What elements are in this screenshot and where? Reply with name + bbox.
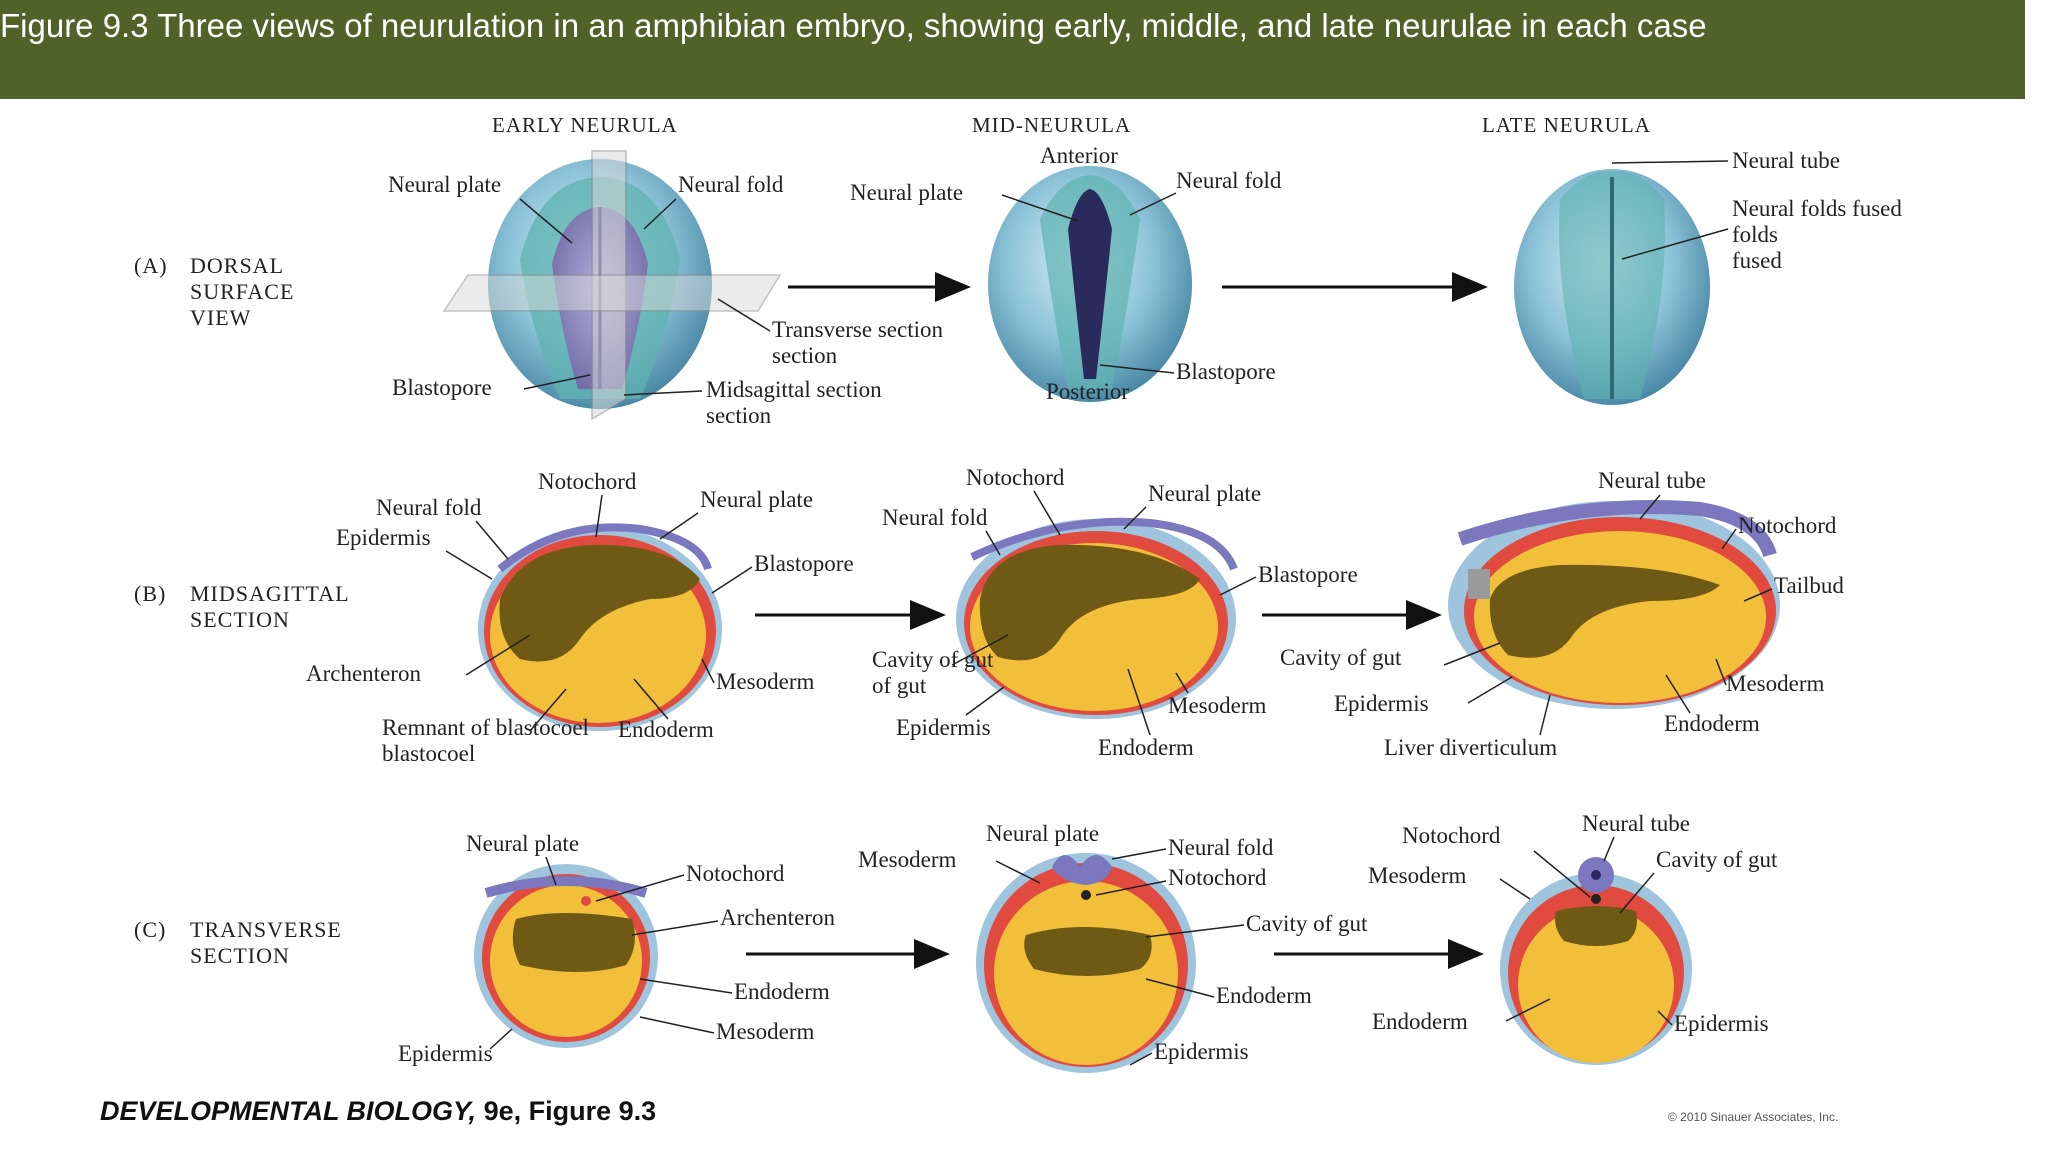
label-anterior: Anterior	[1040, 143, 1118, 168]
label-epidermis-c2: Epidermis	[1154, 1039, 1249, 1064]
label-liver-diverticulum: Liver diverticulum	[1384, 735, 1557, 760]
late-neurula-midsagittal	[1448, 500, 1780, 709]
label-neural-fold-c2: Neural fold	[1168, 835, 1274, 860]
svg-text:DORSAL: DORSAL	[190, 253, 284, 278]
svg-text:TRANSVERSE: TRANSVERSE	[190, 917, 342, 942]
early-neurula-transverse	[474, 864, 658, 1048]
label-mesoderm-c2: Mesoderm	[858, 847, 956, 872]
label-notochord-b2: Notochord	[966, 465, 1065, 490]
label-neural-fold-b1: Neural fold	[376, 495, 482, 520]
label-neural-tube-b3: Neural tube	[1598, 468, 1706, 493]
svg-text:section: section	[706, 403, 772, 428]
label-cavity-of-gut-b3: Cavity of gut	[1280, 645, 1402, 670]
late-neurula-transverse	[1500, 857, 1692, 1065]
label-neural-fold-a1: Neural fold	[678, 172, 784, 197]
column-mid-neurula: MID-NEURULA	[972, 113, 1131, 137]
svg-text:folds: folds	[1732, 222, 1778, 247]
label-epidermis-c3: Epidermis	[1674, 1011, 1769, 1036]
label-cavity-of-gut-c2: Cavity of gut	[1246, 911, 1368, 936]
label-neural-plate-c1: Neural plate	[466, 831, 579, 856]
label-notochord-c3: Notochord	[1402, 823, 1501, 848]
column-late-neurula: LATE NEURULA	[1482, 113, 1651, 137]
label-remnant-of-blastocoel: Remnant of blastocoel	[382, 715, 589, 740]
early-neurula-midsagittal	[478, 523, 722, 731]
figure-title: Figure 9.3 Three views of neurulation in…	[0, 7, 1707, 44]
svg-text:SECTION: SECTION	[190, 607, 290, 632]
row-label-a: (A) DORSAL SURFACE VIEW	[134, 253, 294, 330]
label-midsagittal-section-a1: Midsagittal section	[706, 377, 882, 402]
label-endoderm-c1: Endoderm	[734, 979, 830, 1004]
mid-neurula-dorsal	[988, 166, 1192, 402]
svg-text:blastocoel: blastocoel	[382, 741, 475, 766]
svg-text:MIDSAGITTAL: MIDSAGITTAL	[190, 581, 350, 606]
svg-text:(B): (B)	[134, 581, 166, 606]
label-mesoderm-c3: Mesoderm	[1368, 863, 1466, 888]
label-endoderm-b2: Endoderm	[1098, 735, 1194, 760]
row-label-b: (B) MIDSAGITTAL SECTION	[134, 581, 350, 632]
svg-text:SECTION: SECTION	[190, 943, 290, 968]
label-mesoderm-b1: Mesoderm	[716, 669, 814, 694]
title-bar: Figure 9.3 Three views of neurulation in…	[0, 0, 2025, 99]
label-neural-plate-a1: Neural plate	[388, 172, 501, 197]
label-notochord-c1: Notochord	[686, 861, 785, 886]
label-blastopore-a1: Blastopore	[392, 375, 492, 400]
label-mesoderm-c1: Mesoderm	[716, 1019, 814, 1044]
label-epidermis-b1: Epidermis	[336, 525, 431, 550]
label-tailbud: Tailbud	[1774, 573, 1844, 598]
label-archenteron-b1: Archenteron	[306, 661, 421, 686]
copyright-notice: © 2010 Sinauer Associates, Inc.	[1668, 1110, 1839, 1124]
label-endoderm-b3: Endoderm	[1664, 711, 1760, 736]
book-edition: 9e, Figure 9.3	[483, 1096, 657, 1126]
label-neural-fold-b2: Neural fold	[882, 505, 988, 530]
svg-text:SURFACE: SURFACE	[190, 279, 294, 304]
label-cavity-of-gut-b2: Cavity of gut	[872, 647, 994, 672]
svg-text:of gut: of gut	[872, 673, 927, 698]
label-endoderm-b1: Endoderm	[618, 717, 714, 742]
label-neural-plate-c2: Neural plate	[986, 821, 1099, 846]
book-title: DEVELOPMENTAL BIOLOGY,	[100, 1096, 477, 1126]
label-neural-folds-fused: Neural folds fused	[1732, 196, 1902, 221]
svg-text:(C): (C)	[134, 917, 166, 942]
label-neural-plate-b2: Neural plate	[1148, 481, 1261, 506]
label-neural-fold-a2: Neural fold	[1176, 168, 1282, 193]
mid-neurula-transverse	[976, 853, 1196, 1073]
label-transverse-section-a1: Transverse section	[772, 317, 943, 342]
mid-neurula-midsagittal	[956, 517, 1238, 719]
label-mesoderm-b3: Mesoderm	[1726, 671, 1824, 696]
label-notochord-b3: Notochord	[1738, 513, 1837, 538]
row-label-c: (C) TRANSVERSE SECTION	[134, 917, 342, 968]
label-neural-plate-b1: Neural plate	[700, 487, 813, 512]
label-mesoderm-b2: Mesoderm	[1168, 693, 1266, 718]
label-posterior: Posterior	[1046, 379, 1129, 404]
svg-text:(A): (A)	[134, 253, 168, 278]
neurulation-figure: EARLY NEURULA MID-NEURULA LATE NEURULA (…	[134, 113, 1902, 1073]
source-citation: DEVELOPMENTAL BIOLOGY, 9e, Figure 9.3	[100, 1096, 656, 1127]
label-notochord-c2: Notochord	[1168, 865, 1267, 890]
label-epidermis-c1: Epidermis	[398, 1041, 493, 1066]
svg-text:section: section	[772, 343, 838, 368]
label-archenteron-c1: Archenteron	[720, 905, 835, 930]
column-early-neurula: EARLY NEURULA	[492, 113, 678, 137]
label-endoderm-c3: Endoderm	[1372, 1009, 1468, 1034]
label-epidermis-b3: Epidermis	[1334, 691, 1429, 716]
label-neural-plate-a2: Neural plate	[850, 180, 963, 205]
label-endoderm-c2: Endoderm	[1216, 983, 1312, 1008]
label-cavity-of-gut-c3: Cavity of gut	[1656, 847, 1778, 872]
label-epidermis-b2: Epidermis	[896, 715, 991, 740]
svg-text:VIEW: VIEW	[190, 305, 251, 330]
label-blastopore-a2: Blastopore	[1176, 359, 1276, 384]
label-neural-tube-a3: Neural tube	[1732, 148, 1840, 173]
label-neural-tube-c3: Neural tube	[1582, 811, 1690, 836]
early-neurula-dorsal	[442, 150, 782, 421]
late-neurula-dorsal	[1514, 169, 1710, 405]
label-blastopore-b2: Blastopore	[1258, 562, 1358, 587]
svg-text:fused: fused	[1732, 248, 1782, 273]
label-notochord-b1: Notochord	[538, 469, 637, 494]
label-blastopore-b1: Blastopore	[754, 551, 854, 576]
